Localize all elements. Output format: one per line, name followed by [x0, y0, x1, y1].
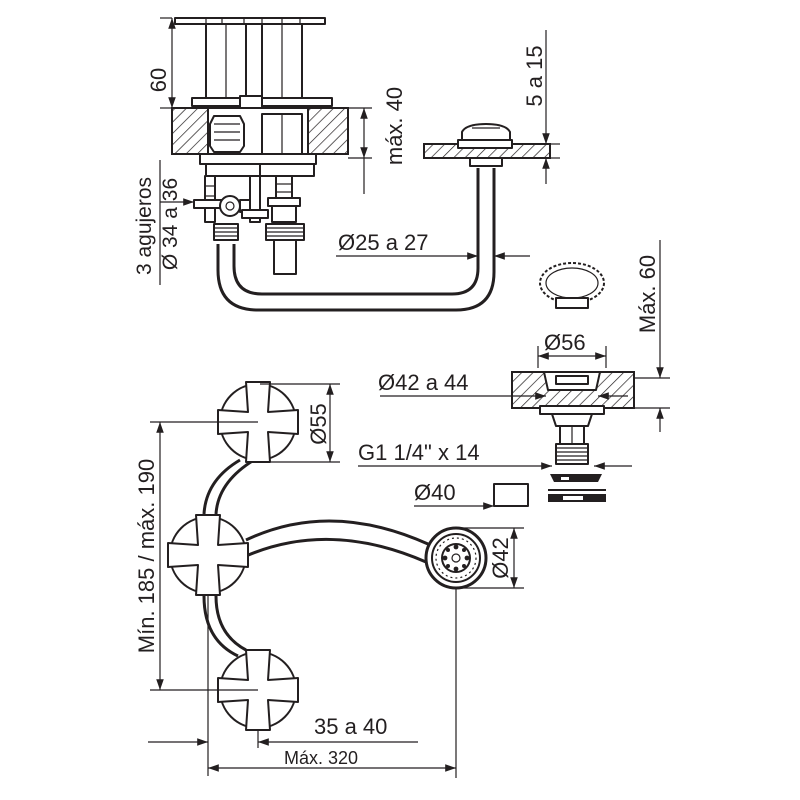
label-holes-line1: 3 agujeros — [133, 177, 156, 275]
dim-d42-44: Ø42 a 44 — [378, 370, 628, 400]
dim-max-40: máx. 40 — [348, 87, 407, 194]
label-5-a-15: 5 a 15 — [522, 45, 547, 106]
handle-bodies — [174, 17, 333, 109]
label-d40: Ø40 — [414, 480, 456, 505]
countertop-left — [171, 107, 349, 155]
label-holes-line2: Ø 34 a 36 — [159, 178, 182, 270]
dim-pipe-diameter: Ø25 a 27 — [336, 230, 530, 260]
dim-d55: Ø55 — [260, 383, 340, 463]
dim-max-60: Máx. 60 — [634, 240, 670, 432]
label-d56: Ø56 — [544, 330, 586, 355]
label-max-60: Máx. 60 — [635, 255, 660, 333]
handle-middle — [167, 514, 249, 596]
dim-d40: Ø40 — [414, 480, 494, 510]
dim-holes: 3 agujeros Ø 34 a 36 — [133, 160, 194, 285]
u-pipe — [216, 168, 496, 312]
dim-d42: Ø42 — [456, 527, 524, 589]
dim-35-a-40: 35 a 40 — [148, 596, 418, 776]
label-d42: Ø42 — [488, 537, 513, 579]
drain-chain — [539, 262, 605, 309]
label-35-a-40: 35 a 40 — [314, 714, 387, 739]
drain-plan — [424, 526, 488, 590]
dim-thread: G1 1/4" x 14 — [358, 440, 632, 470]
label-height-60: 60 — [146, 68, 171, 92]
label-min-max: Mín. 185 / máx. 190 — [134, 459, 159, 653]
dim-max-320: Máx. 320 — [208, 588, 457, 778]
label-pipe-diameter: Ø25 a 27 — [338, 230, 429, 255]
label-max-40: máx. 40 — [382, 87, 407, 165]
dim-min-max: Mín. 185 / máx. 190 — [134, 421, 258, 691]
countertop-right — [423, 123, 551, 167]
faucet-elevation-view — [171, 17, 551, 312]
dim-height-60: 60 — [146, 17, 176, 109]
dim-5-a-15: 5 a 15 — [522, 30, 560, 184]
dim-d56: Ø56 — [537, 330, 607, 368]
label-d42-44: Ø42 a 44 — [378, 370, 469, 395]
label-thread: G1 1/4" x 14 — [358, 440, 480, 465]
underside-hardware — [193, 153, 317, 275]
label-max-320: Máx. 320 — [284, 748, 358, 768]
label-d55: Ø55 — [306, 403, 331, 445]
drain-assembly — [493, 262, 635, 507]
